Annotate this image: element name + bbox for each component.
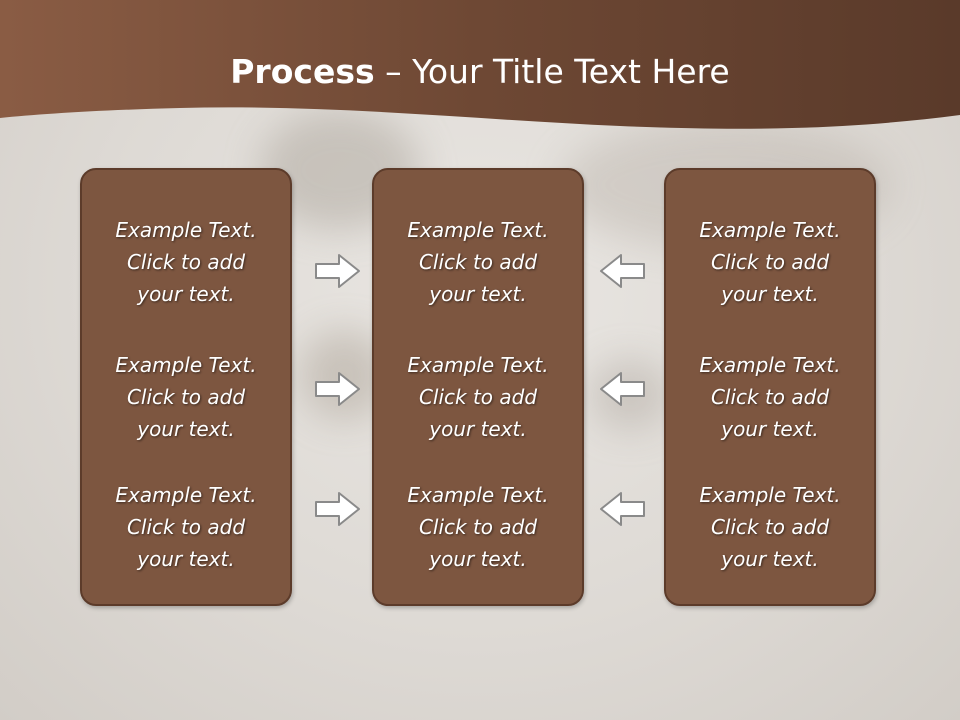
title-rest: – Your Title Text Here [374,52,730,91]
text-line: your text. [721,417,819,441]
left-arrow-icon [600,254,645,288]
text-line: Example Text. [115,353,257,377]
text-block[interactable]: Example Text. Click to add your text. [374,349,582,445]
text-block[interactable]: Example Text. Click to add your text. [666,479,874,575]
text-block[interactable]: Example Text. Click to add your text. [666,349,874,445]
text-line: your text. [429,282,527,306]
text-block[interactable]: Example Text. Click to add your text. [82,214,290,310]
text-block[interactable]: Example Text. Click to add your text. [374,479,582,575]
text-line: Example Text. [699,483,841,507]
process-box-center[interactable]: Example Text. Click to add your text. Ex… [372,168,584,606]
text-line: Example Text. [699,353,841,377]
text-line: Example Text. [115,483,257,507]
text-line: Click to add [710,515,830,539]
text-line: your text. [137,417,235,441]
text-block[interactable]: Example Text. Click to add your text. [374,214,582,310]
text-line: your text. [721,547,819,571]
text-line: your text. [137,282,235,306]
text-line: Click to add [126,515,246,539]
text-line: Click to add [710,250,830,274]
text-line: your text. [137,547,235,571]
right-arrow-icon [315,254,360,288]
text-line: Click to add [418,385,538,409]
text-line: Example Text. [699,218,841,242]
title-bold: Process [230,52,375,91]
text-line: your text. [429,417,527,441]
left-arrow-icon [600,492,645,526]
text-line: Example Text. [407,483,549,507]
text-line: your text. [429,547,527,571]
text-block[interactable]: Example Text. Click to add your text. [82,349,290,445]
text-line: Click to add [418,515,538,539]
text-line: Click to add [126,385,246,409]
text-line: Click to add [418,250,538,274]
text-line: Example Text. [407,353,549,377]
slide-title[interactable]: Process – Your Title Text Here [0,52,960,91]
title-banner [0,0,960,129]
text-block[interactable]: Example Text. Click to add your text. [82,479,290,575]
process-box-left[interactable]: Example Text. Click to add your text. Ex… [80,168,292,606]
text-line: Example Text. [115,218,257,242]
text-block[interactable]: Example Text. Click to add your text. [666,214,874,310]
process-box-right[interactable]: Example Text. Click to add your text. Ex… [664,168,876,606]
text-line: Click to add [710,385,830,409]
right-arrow-icon [315,372,360,406]
text-line: your text. [721,282,819,306]
text-line: Example Text. [407,218,549,242]
left-arrow-icon [600,372,645,406]
text-line: Click to add [126,250,246,274]
right-arrow-icon [315,492,360,526]
